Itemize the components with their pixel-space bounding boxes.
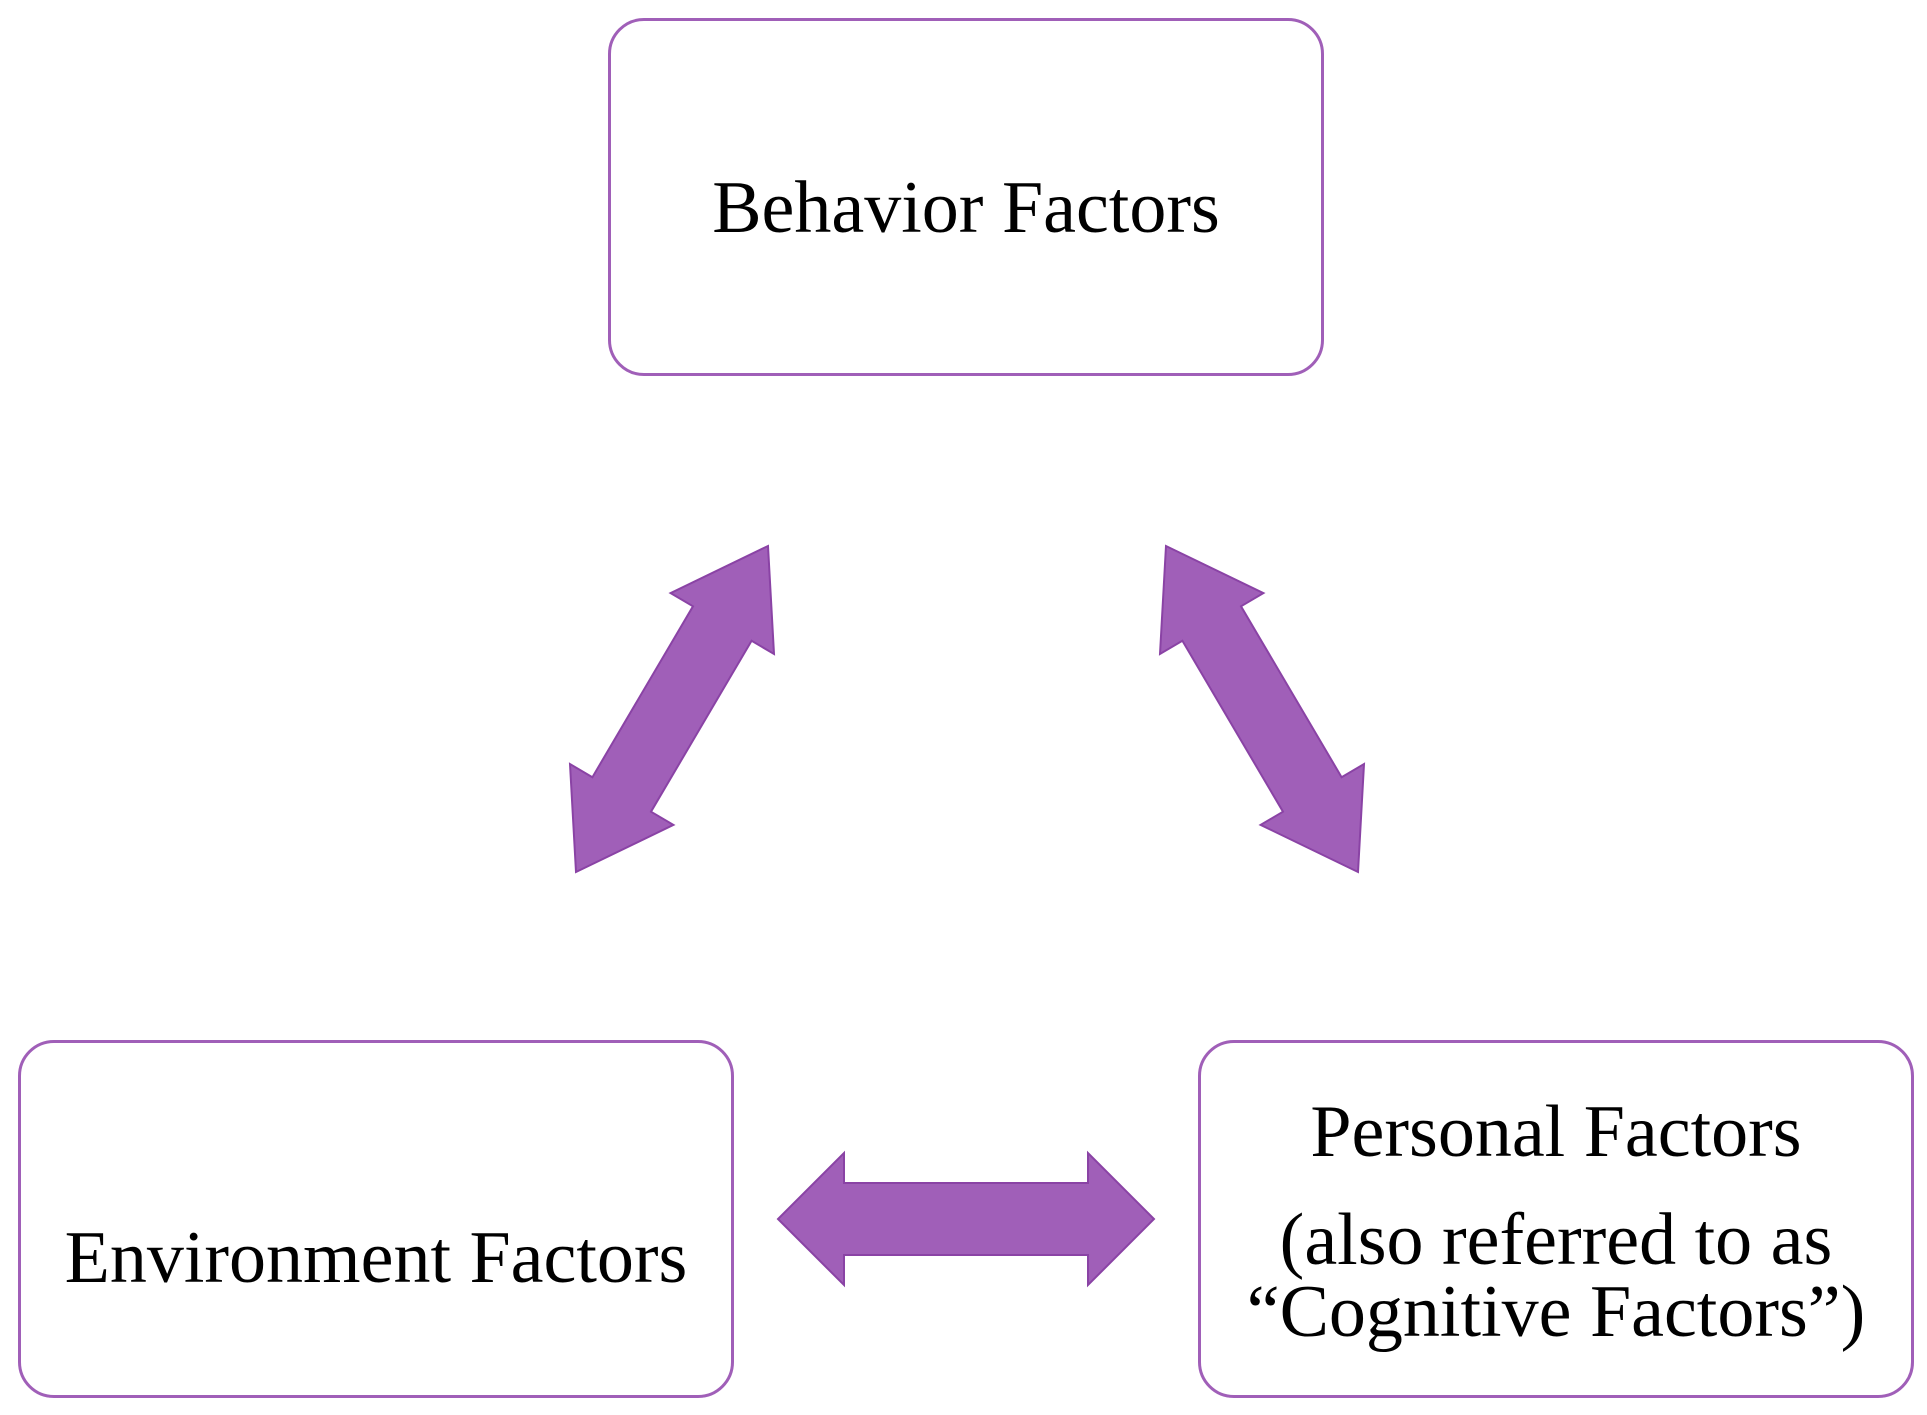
personal-factors-box: Personal Factors (also referred to as “C… xyxy=(1198,1040,1914,1398)
arrow-environment-personal xyxy=(776,1150,1156,1288)
personal-factors-note-line2: “Cognitive Factors”) xyxy=(1246,1271,1866,1353)
environment-factors-label: Environment Factors xyxy=(64,1217,688,1299)
arrow-behavior-personal xyxy=(1158,544,1366,874)
personal-factors-note-line1: (also referred to as xyxy=(1279,1199,1833,1281)
environment-factors-box: Environment Factors xyxy=(18,1040,734,1398)
behavior-factors-label: Behavior Factors xyxy=(712,167,1220,249)
behavior-factors-box: Behavior Factors xyxy=(608,18,1324,376)
personal-factors-label: Personal Factors xyxy=(1310,1091,1802,1173)
arrow-environment-behavior xyxy=(568,544,776,874)
